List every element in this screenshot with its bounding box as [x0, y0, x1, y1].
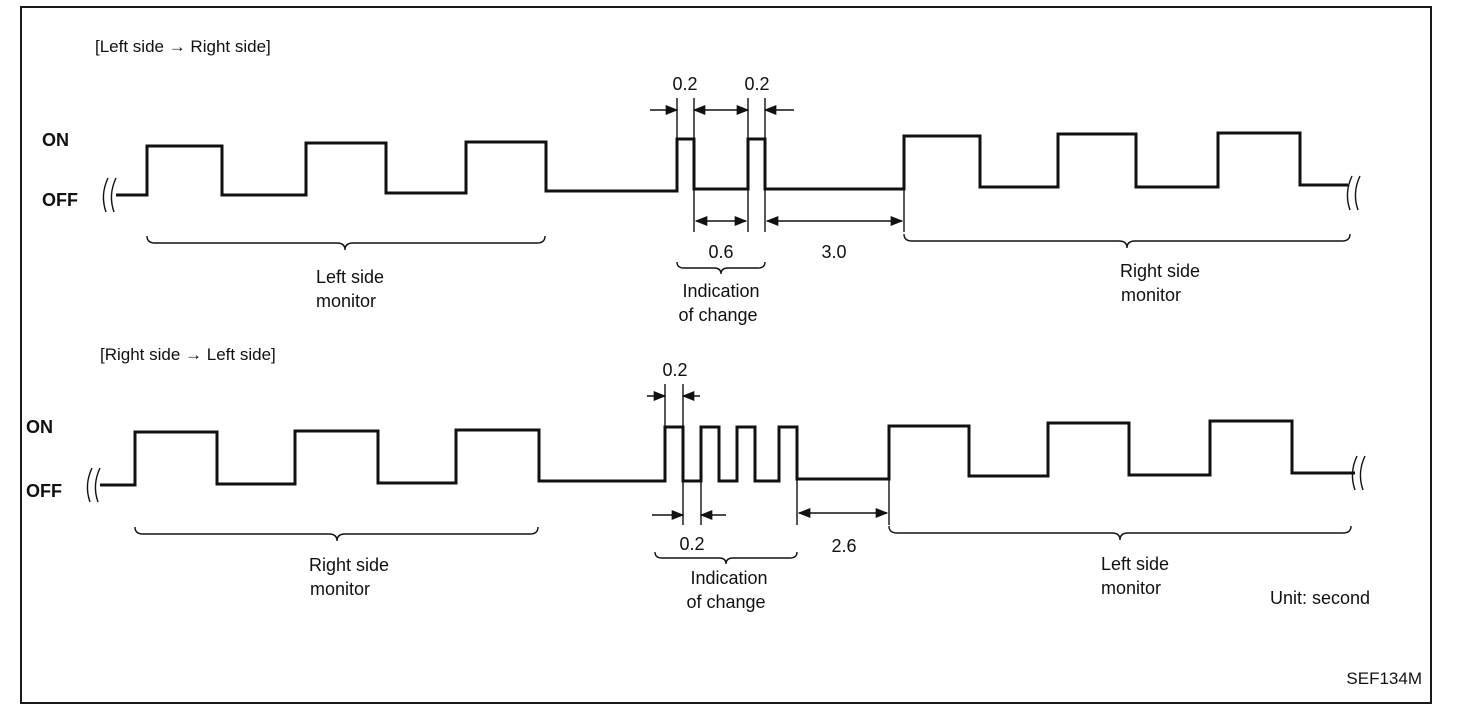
bottom-after-monitor-line1: Left side [1101, 554, 1169, 574]
top-brace-before [146, 235, 546, 251]
top-change-line1: Indication [682, 281, 759, 301]
top-dim-wait: 3.0 [821, 242, 846, 262]
bottom-break-left-icon [86, 467, 101, 503]
top-dim-pulse-a: 0.2 [672, 74, 697, 94]
bottom-before-monitor-line1: Right side [309, 555, 389, 575]
top-dim-gap: 0.6 [708, 242, 733, 262]
top-after-monitor-line2: monitor [1121, 285, 1181, 305]
bottom-change-line1: Indication [690, 568, 767, 588]
top-break-left-icon [102, 177, 117, 213]
top-change-line2: of change [678, 305, 757, 325]
top-off-label: OFF [42, 190, 78, 210]
top-waveform [116, 131, 1348, 197]
bottom-before-monitor-line2: monitor [310, 579, 370, 599]
top-brace-after [903, 233, 1351, 249]
bottom-brace-before [134, 526, 539, 542]
bottom-change-line2: of change [686, 592, 765, 612]
diagram-frame [20, 6, 1432, 704]
unit-label: Unit: second [1270, 588, 1370, 608]
top-before-monitor-line1: Left side [316, 267, 384, 287]
top-after-monitor-line1: Right side [1120, 261, 1200, 281]
bottom-off-label: OFF [26, 481, 62, 501]
bottom-dim-wait: 2.6 [831, 536, 856, 556]
bottom-on-label: ON [26, 417, 53, 437]
bottom-brace-after [888, 525, 1352, 541]
top-break-right-icon [1346, 175, 1361, 211]
bottom-title: [Right side → Left side] [100, 345, 276, 364]
figure-code: SEF134M [1346, 669, 1422, 688]
top-brace-change [676, 261, 766, 275]
bottom-dim-gap: 0.2 [679, 534, 704, 554]
bottom-waveform [100, 419, 1355, 487]
top-on-label: ON [42, 130, 69, 150]
top-before-monitor-line2: monitor [316, 291, 376, 311]
bottom-brace-change [654, 551, 798, 565]
top-title: [Left side → Right side] [95, 37, 271, 56]
bottom-after-monitor-line2: monitor [1101, 578, 1161, 598]
bottom-dim-pulse: 0.2 [662, 360, 687, 380]
top-dim-pulse-b: 0.2 [744, 74, 769, 94]
